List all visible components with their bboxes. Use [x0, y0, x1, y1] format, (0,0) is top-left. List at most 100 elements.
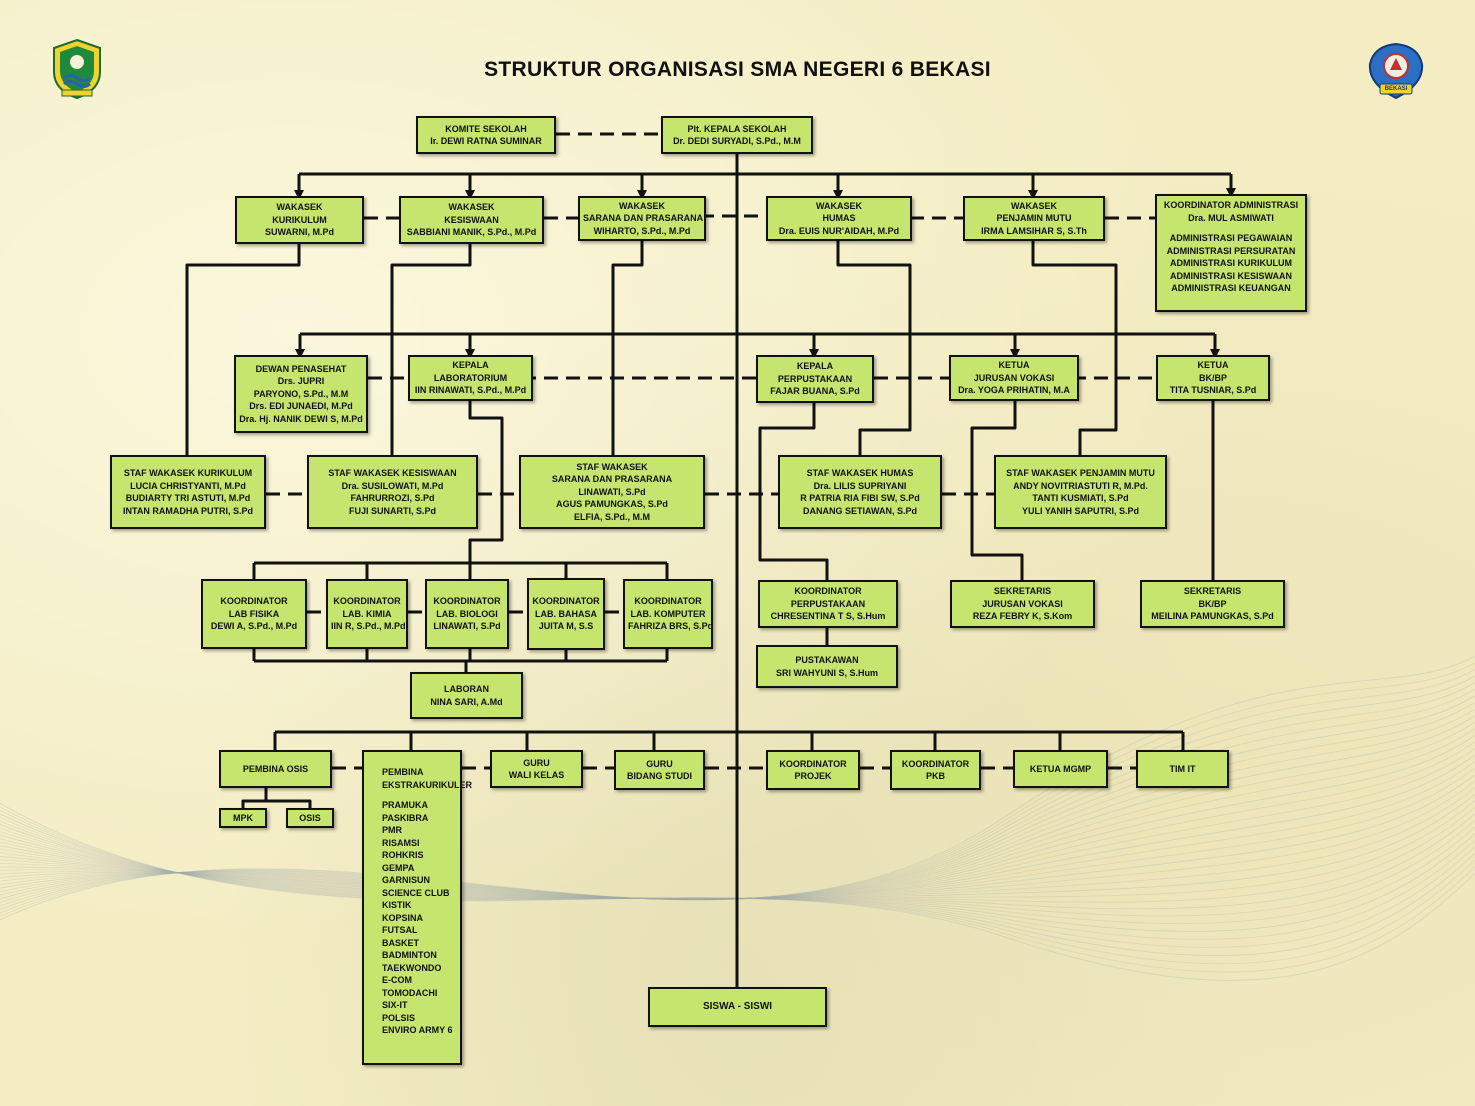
background-wave-line [0, 819, 1475, 917]
box-text-line: ADMINISTRASI KESISWAAN [1169, 270, 1292, 281]
background-wave-line [0, 780, 1475, 900]
osis-box: OSIS [286, 808, 334, 828]
box-text-line: STAF WAKASEK KESISWAAN [328, 468, 457, 478]
box-text-line: TIM IT [1169, 763, 1196, 774]
box-text-line: KOPSINA [382, 912, 424, 923]
box-text-line: KOORDINATOR [794, 586, 862, 597]
box-text-line: LABORAN [444, 684, 489, 694]
box-text-line: WALI KELAS [508, 770, 565, 780]
background-wave-line [0, 668, 1475, 914]
box-text-line: SIX-IT [382, 1000, 408, 1010]
box-text-line: Dra. Hj. NANIK DEWI S, M.Pd [239, 413, 363, 424]
box-text-line: TANTI KUSMIATI, S.Pd [1032, 493, 1129, 503]
box-text-line: LUCIA CHRISTYANTI, M.Pd [130, 480, 246, 491]
background-wave-line [0, 813, 1475, 957]
background-wave-line [0, 701, 1475, 900]
background-wave-line [0, 662, 1475, 918]
background-wave-line [0, 747, 1475, 900]
box-text-line: BASKET [382, 937, 420, 948]
box-text-line: ANDY NOVITRIASTUTI R, M.Pd. [1013, 480, 1148, 491]
box-text-line: DEWI A, S.Pd., M.Pd [210, 621, 298, 632]
box-text-line: KOORDINATOR [333, 596, 401, 607]
box-text-line: SABBIANI MANIK, S.Pd., M.Pd [406, 227, 537, 238]
box-text-line: Dra. LILIS SUPRIYANI [813, 480, 907, 491]
school-emblem-icon [1368, 42, 1424, 100]
box-text-line: GURU [646, 758, 673, 769]
background-wave-line [0, 816, 1475, 948]
background-wave-line [0, 802, 1475, 981]
box-text-line: PASKIBRA [382, 812, 429, 823]
box-text-line: POLSIS [382, 1012, 416, 1023]
box-text-line: SARANA DAN PRASARANA [551, 474, 673, 485]
box-text-line: FUJI SUNARTI, S.Pd [348, 505, 436, 516]
box-text-line: DANANG SETIAWAN, S.Pd [802, 505, 917, 516]
background-wave-line [0, 655, 1475, 921]
box-text-line: ROHKRIS [382, 850, 424, 860]
box-text-line: KEPALA [796, 361, 834, 372]
background-wave-line [0, 826, 1475, 924]
box-text-line: KOORDINATOR [779, 758, 847, 769]
background-wave-line [0, 675, 1475, 911]
box-text-line: Drs. EDI JUNAEDI, M.Pd [249, 401, 353, 412]
box-text-line: JUITA M, S.S [538, 621, 594, 632]
box-text-line: HUMAS [822, 213, 856, 224]
background-wave-line [0, 787, 1475, 900]
background-wave-line [0, 806, 1475, 903]
box-text-line: WAKASEK [448, 202, 495, 213]
box-text-line: MPK [233, 812, 253, 823]
box-text-line: WAKASEK [276, 202, 323, 213]
background-wave-line [0, 741, 1475, 900]
box-text-line: PMR [382, 825, 402, 835]
mpk-box: MPK [219, 808, 267, 828]
box-text-line: KETUA [1197, 360, 1229, 371]
box-text-line: Ir. DEWI RATNA SUMINAR [430, 136, 542, 146]
school-emblem: BEKASI [1366, 42, 1426, 100]
box-text-line: KOORDINATOR [634, 596, 702, 607]
box-text-line: STAF WAKASEK KURIKULUM [123, 468, 253, 478]
box-text-line: PERPUSTAKAAN [790, 598, 866, 609]
box-text-line: Dra. YOGA PRIHATIN, M.A [958, 385, 1070, 396]
box-text-line: ENVIRO ARMY 6 [382, 1025, 453, 1035]
background-wave-line [0, 773, 1475, 900]
box-text-line: JURUSAN VOKASI [973, 372, 1055, 383]
box-text-line: STAF WAKASEK HUMAS [806, 468, 914, 478]
box-text-line: TAEKWONDO [382, 962, 442, 973]
box-text-line: ADMINISTRASI KEUANGAN [1171, 283, 1291, 293]
box-text-line: INTAN RAMADHA PUTRI, S.Pd [123, 505, 253, 516]
background-wave-line [0, 682, 1475, 907]
background-wave-line [0, 767, 1475, 900]
box-text-line: LABORATORIUM [433, 372, 508, 383]
box-text-line: LAB FISIKA [228, 608, 280, 619]
background-wave-line [0, 688, 1475, 903]
box-text-line: ADMINISTRASI PERSURATAN [1166, 245, 1296, 256]
box-text-line: PKB [925, 771, 945, 781]
box-text-line: FUTSAL [382, 925, 418, 935]
box-text-line: KOORDINATOR [220, 596, 288, 607]
box-text-line: KISTIK [382, 900, 412, 910]
box-text-line: FAHRIZA BRS, S.Pd [628, 621, 714, 632]
background-wave-line [0, 721, 1475, 900]
west-java-emblem-icon [53, 38, 101, 100]
box-spacer [382, 791, 457, 799]
box-text-line: KURIKULUM [272, 214, 327, 225]
box-text-line: RISAMSI [382, 837, 420, 848]
box-text-line: FAJAR BUANA, S.Pd [770, 386, 860, 397]
